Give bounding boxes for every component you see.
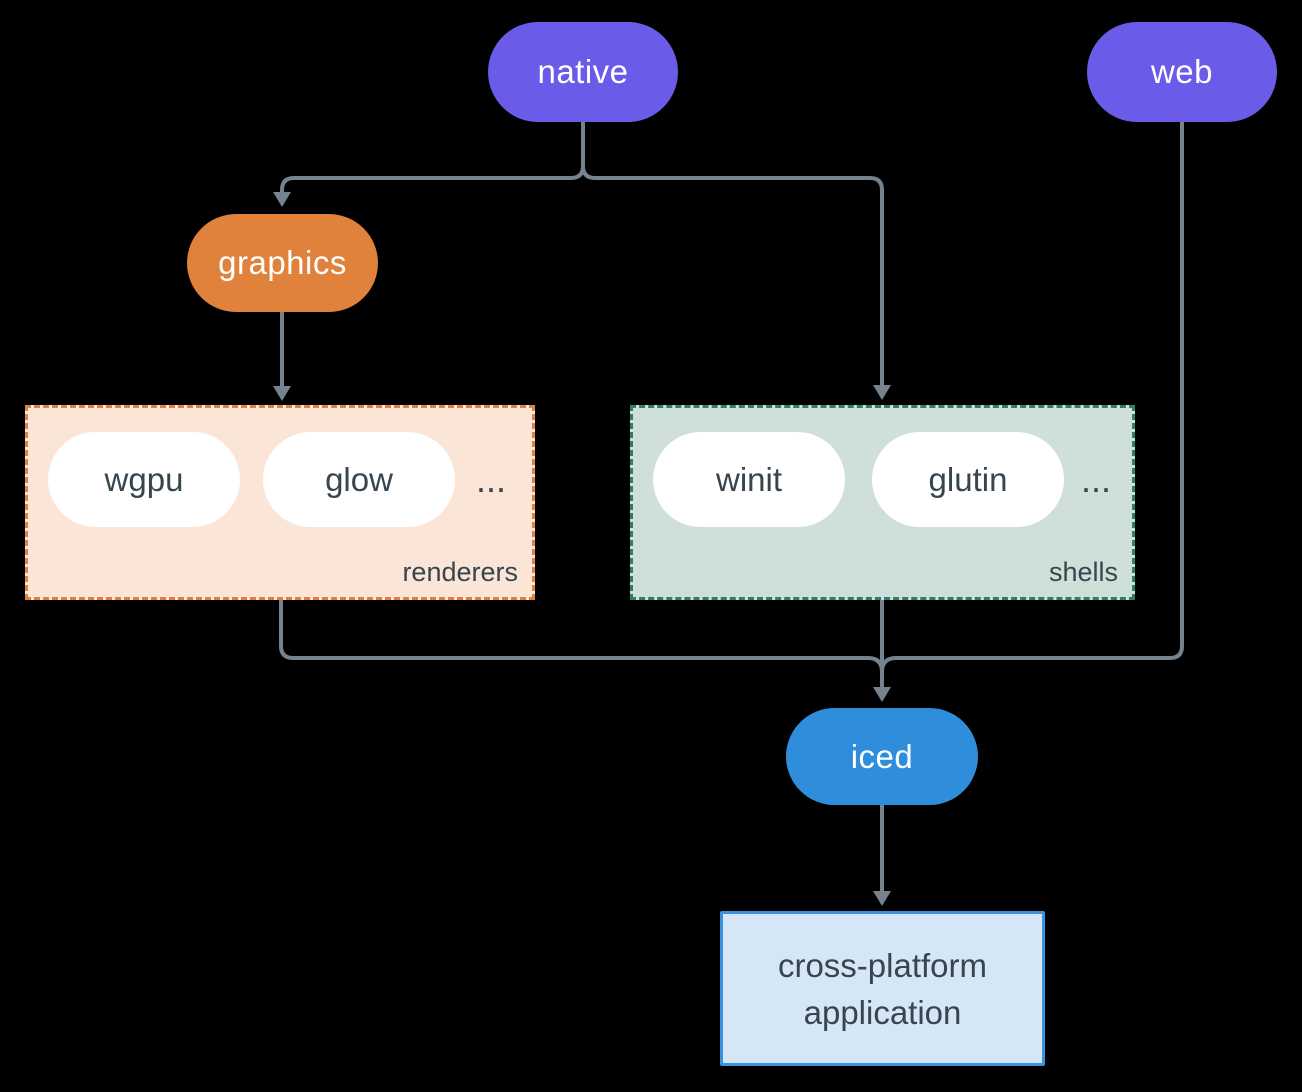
node-cross-platform-application: cross-platform application bbox=[720, 911, 1045, 1066]
node-wgpu-label: wgpu bbox=[104, 460, 184, 498]
node-web-label: web bbox=[1150, 53, 1214, 90]
node-graphics: graphics bbox=[187, 214, 378, 312]
group-shells: winit glutin ... shells bbox=[630, 405, 1135, 600]
node-winit: winit bbox=[653, 432, 845, 527]
node-iced-label: iced bbox=[850, 737, 914, 775]
shells-group-label: shells bbox=[1048, 557, 1118, 587]
shells-ellipsis: ... bbox=[1081, 458, 1112, 500]
arrowhead-iced bbox=[873, 687, 891, 702]
node-native-label: native bbox=[537, 53, 629, 90]
arrowhead-shells bbox=[873, 385, 891, 400]
renderers-group-label: renderers bbox=[402, 557, 518, 587]
group-renderers: wgpu glow ... renderers bbox=[25, 405, 535, 600]
arrowhead-renderers bbox=[273, 386, 291, 401]
application-label-line2: application bbox=[803, 993, 962, 1031]
renderers-ellipsis: ... bbox=[476, 458, 507, 500]
arrowhead-graphics bbox=[273, 192, 291, 207]
node-glutin-label: glutin bbox=[928, 460, 1008, 498]
node-web: web bbox=[1087, 22, 1277, 122]
node-native: native bbox=[488, 22, 678, 122]
arrowhead-application bbox=[873, 891, 891, 906]
node-graphics-label: graphics bbox=[218, 244, 347, 281]
node-iced: iced bbox=[786, 708, 978, 805]
edge-renderers-iced bbox=[279, 600, 884, 673]
node-wgpu: wgpu bbox=[48, 432, 240, 527]
application-label-line1: cross-platform bbox=[777, 946, 988, 984]
node-glow: glow bbox=[263, 432, 455, 527]
edge-native-shells bbox=[581, 122, 884, 386]
node-glutin: glutin bbox=[872, 432, 1064, 527]
node-glow-label: glow bbox=[325, 460, 393, 498]
edge-native-graphics bbox=[280, 122, 585, 193]
node-winit-label: winit bbox=[715, 460, 783, 498]
